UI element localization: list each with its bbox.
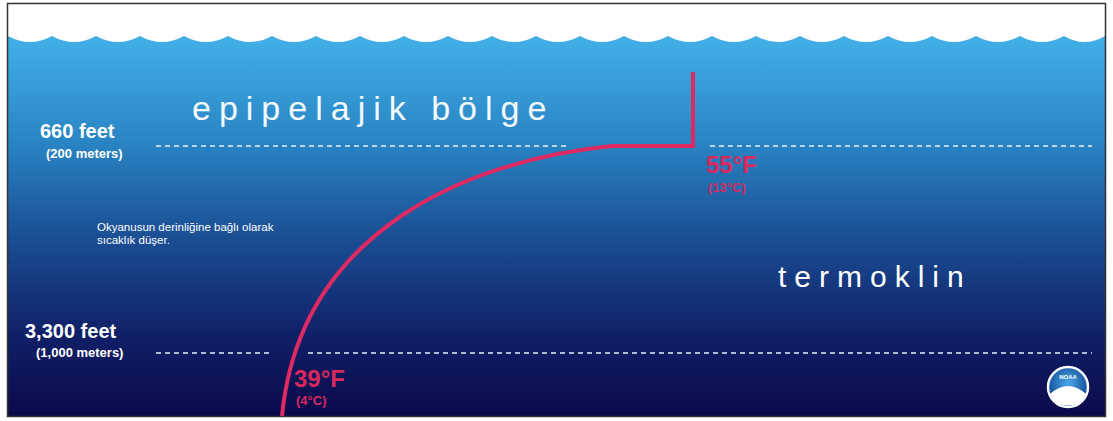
frame [8,4,1106,417]
depth-sublabel: (200 meters) [46,147,123,161]
logo-text: NOAA [1059,374,1077,381]
surface-waves [8,0,1105,42]
zone-label: termoklin [778,260,972,293]
depth-lines [156,146,1092,353]
noaa-logo-wave [1050,386,1086,406]
note: Okyanusun derinliğine bağlı olarak sıcak… [97,221,287,246]
zone-label: epipelajik bölge [192,90,554,127]
temperature-sublabel: (4°C) [296,394,326,408]
temperature-label: 39°F [294,366,345,392]
depth-label: 3,300 feet [25,320,116,342]
depth-label: 660 feet [40,120,115,142]
depth-sublabel: (1,000 meters) [36,346,123,360]
noaa-logo [1048,367,1088,407]
temperature-sublabel: (13°C) [708,181,746,195]
temperature-label: 55°F [706,152,757,178]
